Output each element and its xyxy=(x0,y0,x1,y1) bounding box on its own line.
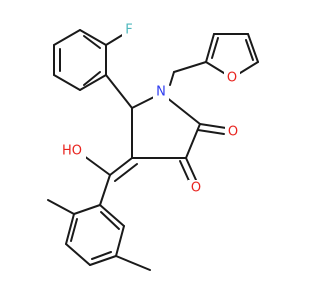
fluorine-label: F xyxy=(125,23,132,38)
furan-oxygen-label: O xyxy=(227,71,237,86)
aryl-c5-bond xyxy=(105,74,133,109)
n-ch2-bond xyxy=(169,71,175,86)
carbonyl-oxygen-lower-label: O xyxy=(191,181,201,196)
fluorine-atom: F xyxy=(122,22,136,38)
dimethylphenyl-ring xyxy=(65,204,125,266)
c3-o-bond xyxy=(185,157,197,181)
methyl-bond-2 xyxy=(115,255,151,271)
structure-canvas: F N O O O HO xyxy=(47,22,259,271)
hydroxyl-label: HO xyxy=(62,144,82,159)
nitrogen-label: N xyxy=(156,85,166,100)
c2-o-bond-double xyxy=(197,129,225,135)
c4-exo-bond-double xyxy=(114,163,138,182)
molecule-structure: F N O O O HO xyxy=(47,22,259,271)
hydroxyl-atom: HO xyxy=(60,143,86,159)
carbonyl-oxygen-lower-atom: O xyxy=(188,180,204,196)
fluorophenyl-ring xyxy=(53,29,107,91)
ch2-furan-bond xyxy=(173,61,207,73)
carbonyl-oxygen-upper-label: O xyxy=(228,125,238,140)
c2-o-bond xyxy=(199,123,227,129)
nitrogen-atom: N xyxy=(153,83,169,101)
furan-oxygen-atom: O xyxy=(224,70,240,86)
c3-o-bond-double xyxy=(179,160,191,184)
carbonyl-oxygen-upper-atom: O xyxy=(225,124,241,140)
c-f-bond xyxy=(105,33,125,46)
methyl-bond-1 xyxy=(47,199,75,215)
c4-exo-bond xyxy=(109,157,133,176)
c-aryl-bond xyxy=(99,174,111,206)
pyrrolidine-ring xyxy=(131,96,201,159)
